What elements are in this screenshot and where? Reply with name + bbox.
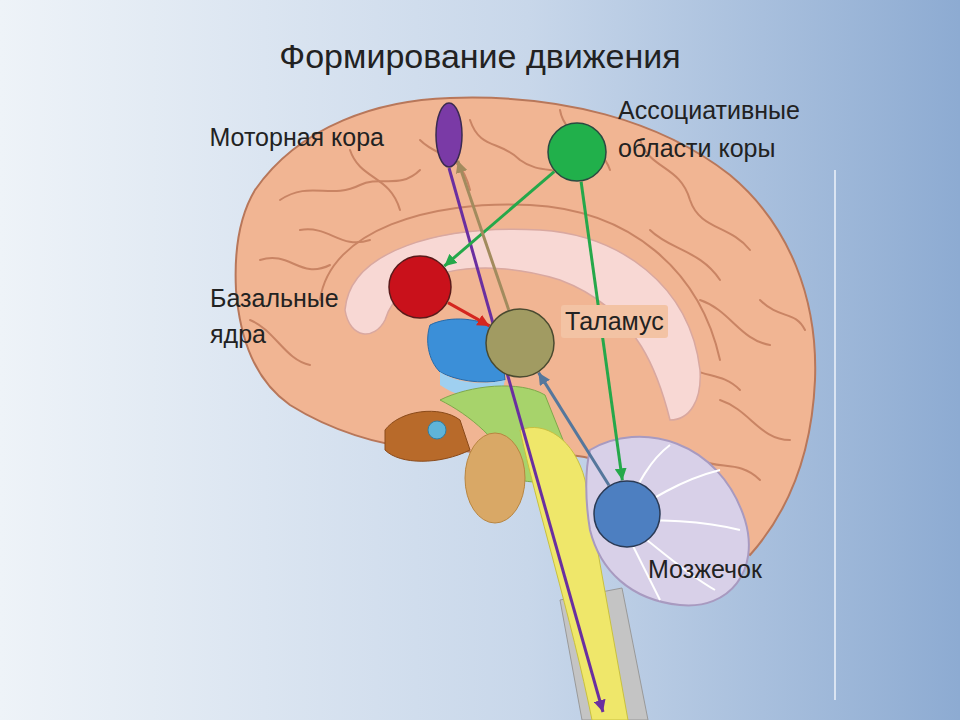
structure-label: Ассоциативные области коры [618, 92, 863, 167]
node-ellipse [436, 103, 462, 167]
motor-cortex-marker: Моторная кора [435, 102, 463, 168]
structure-label: Базальные ядра [210, 280, 378, 353]
hypothalamus [385, 411, 470, 461]
node-ellipse [594, 481, 660, 547]
pituitary [428, 421, 446, 439]
node-ellipse [548, 123, 606, 181]
basal-ganglia-marker: Базальные ядра [388, 255, 452, 319]
diagram-title: Формирование движения [0, 36, 960, 77]
thalamus-marker: Таламус [485, 308, 555, 378]
node-shape [388, 255, 452, 319]
node-ellipse [486, 309, 554, 377]
association-cortex-marker: Ассоциативные области коры [547, 122, 607, 182]
pathway-arrow [458, 161, 509, 310]
node-ellipse [389, 256, 451, 318]
structure-label: Мозжечок [648, 553, 762, 586]
pathway-arrow [448, 303, 490, 326]
pons [465, 433, 525, 523]
structure-label: Моторная кора [209, 121, 384, 154]
pathway-arrow [444, 172, 554, 267]
structure-label: Таламус [561, 305, 668, 338]
cerebellum-marker: Мозжечок [593, 480, 661, 548]
node-shape [547, 122, 607, 182]
pathway-arrow [539, 373, 609, 486]
node-shape [485, 308, 555, 378]
frame-line [834, 170, 836, 700]
node-shape [435, 102, 463, 168]
node-shape [593, 480, 661, 548]
